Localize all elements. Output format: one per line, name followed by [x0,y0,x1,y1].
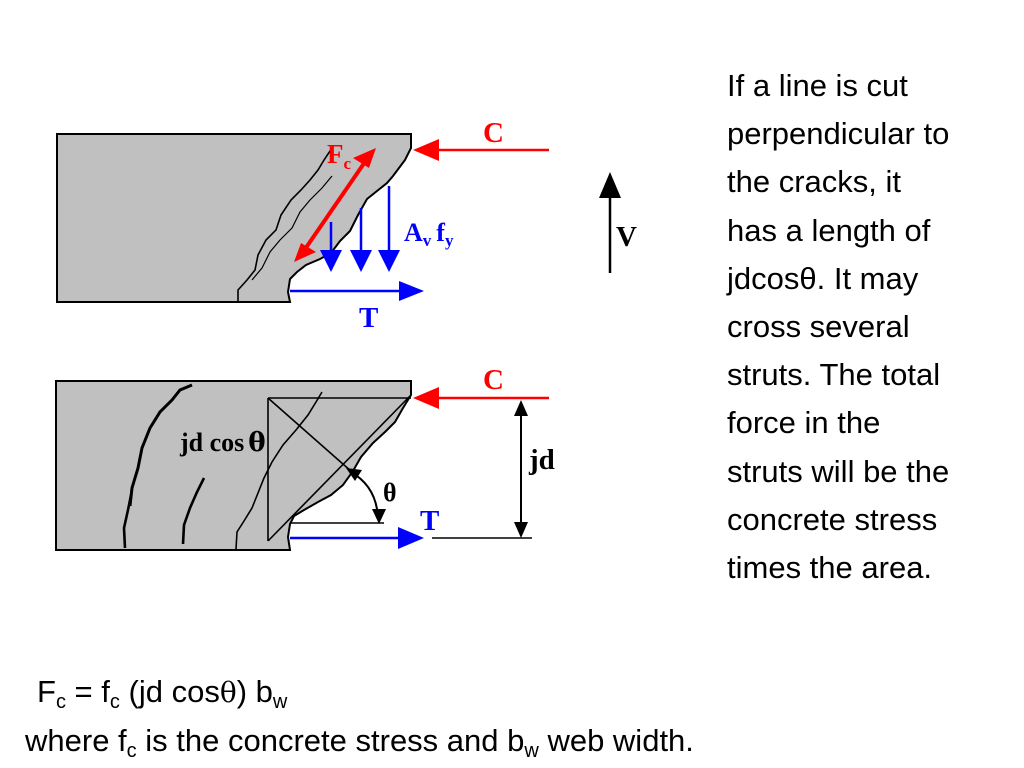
eq1-fc: f [101,674,110,709]
para-line: jdcosθ. It may [727,260,919,296]
top-label-t: T [359,302,378,334]
label-v: V [616,221,637,253]
fc-arrowhead-top [353,148,376,168]
top-crack-left [237,147,333,302]
para-line: struts. The total [727,357,941,393]
eq1-theta: θ [219,676,237,709]
eq1-f-sub: c [55,691,66,713]
bottom-label-jd: jd [528,444,555,476]
para-line: has a length of [727,212,931,248]
eq1-eq: = [65,674,102,709]
eq2-fc-sub: c [126,740,137,762]
theta-arrowhead-top [346,468,362,481]
eq2-post: web width. [538,723,694,758]
force-equation: Fc = fc (jd cosθ) bw [37,674,288,713]
para-line: struts will be the [727,453,950,489]
para-line: perpendicular to [727,116,950,152]
stirrup-arrows [320,186,400,272]
jd-arrowhead-top [514,400,528,416]
para-line: force in the [727,405,881,441]
bottom-label-theta: θ [383,478,397,507]
jdcos-triangle [267,394,412,542]
para-line: cross several [727,309,910,345]
jd-arrowhead-bottom [514,522,528,538]
bottom-crack-2 [122,494,133,549]
bottom-crack-3 [181,477,206,545]
c-arrowhead-top [413,139,439,161]
top-crack-mid [251,175,333,281]
theta-arrowhead-bottom [372,509,386,524]
eq1-fc-sub: c [109,691,120,713]
para-line: times the area. [727,550,933,586]
t-arrowhead-top [399,281,424,301]
eq1-paren-open: (jd cos [119,674,220,709]
top-label-fc: Fc [327,139,352,173]
para-line: If a line is cut [727,68,908,103]
top-label-c: C [483,117,504,149]
top-beam-body [56,133,412,303]
bottom-beam-body [55,380,412,551]
bottom-crack-1 [128,383,193,507]
v-arrowhead [599,172,621,198]
eq1-f: F [37,674,56,709]
eq2-mid: is the concrete stress and b [136,723,525,758]
eq2-pre: where f [25,723,127,758]
eq2-bw-sub: w [524,740,539,762]
t-arrowhead-bottom [398,527,424,549]
fc-arrowhead-bottom [294,243,316,262]
eq1-bw-sub: w [272,691,288,713]
para-line: concrete stress [727,501,938,537]
c-arrowhead-bottom [413,387,439,409]
eq1-paren-close: ) b [236,674,273,709]
explanation-paragraph: If a line is cut perpendicular to the cr… [727,62,1019,592]
bottom-label-t: T [420,505,439,537]
bottom-label-c: C [483,364,504,396]
para-line: the cracks, it [727,164,901,200]
definition-line: where fc is the concrete stress and bw w… [25,723,694,762]
